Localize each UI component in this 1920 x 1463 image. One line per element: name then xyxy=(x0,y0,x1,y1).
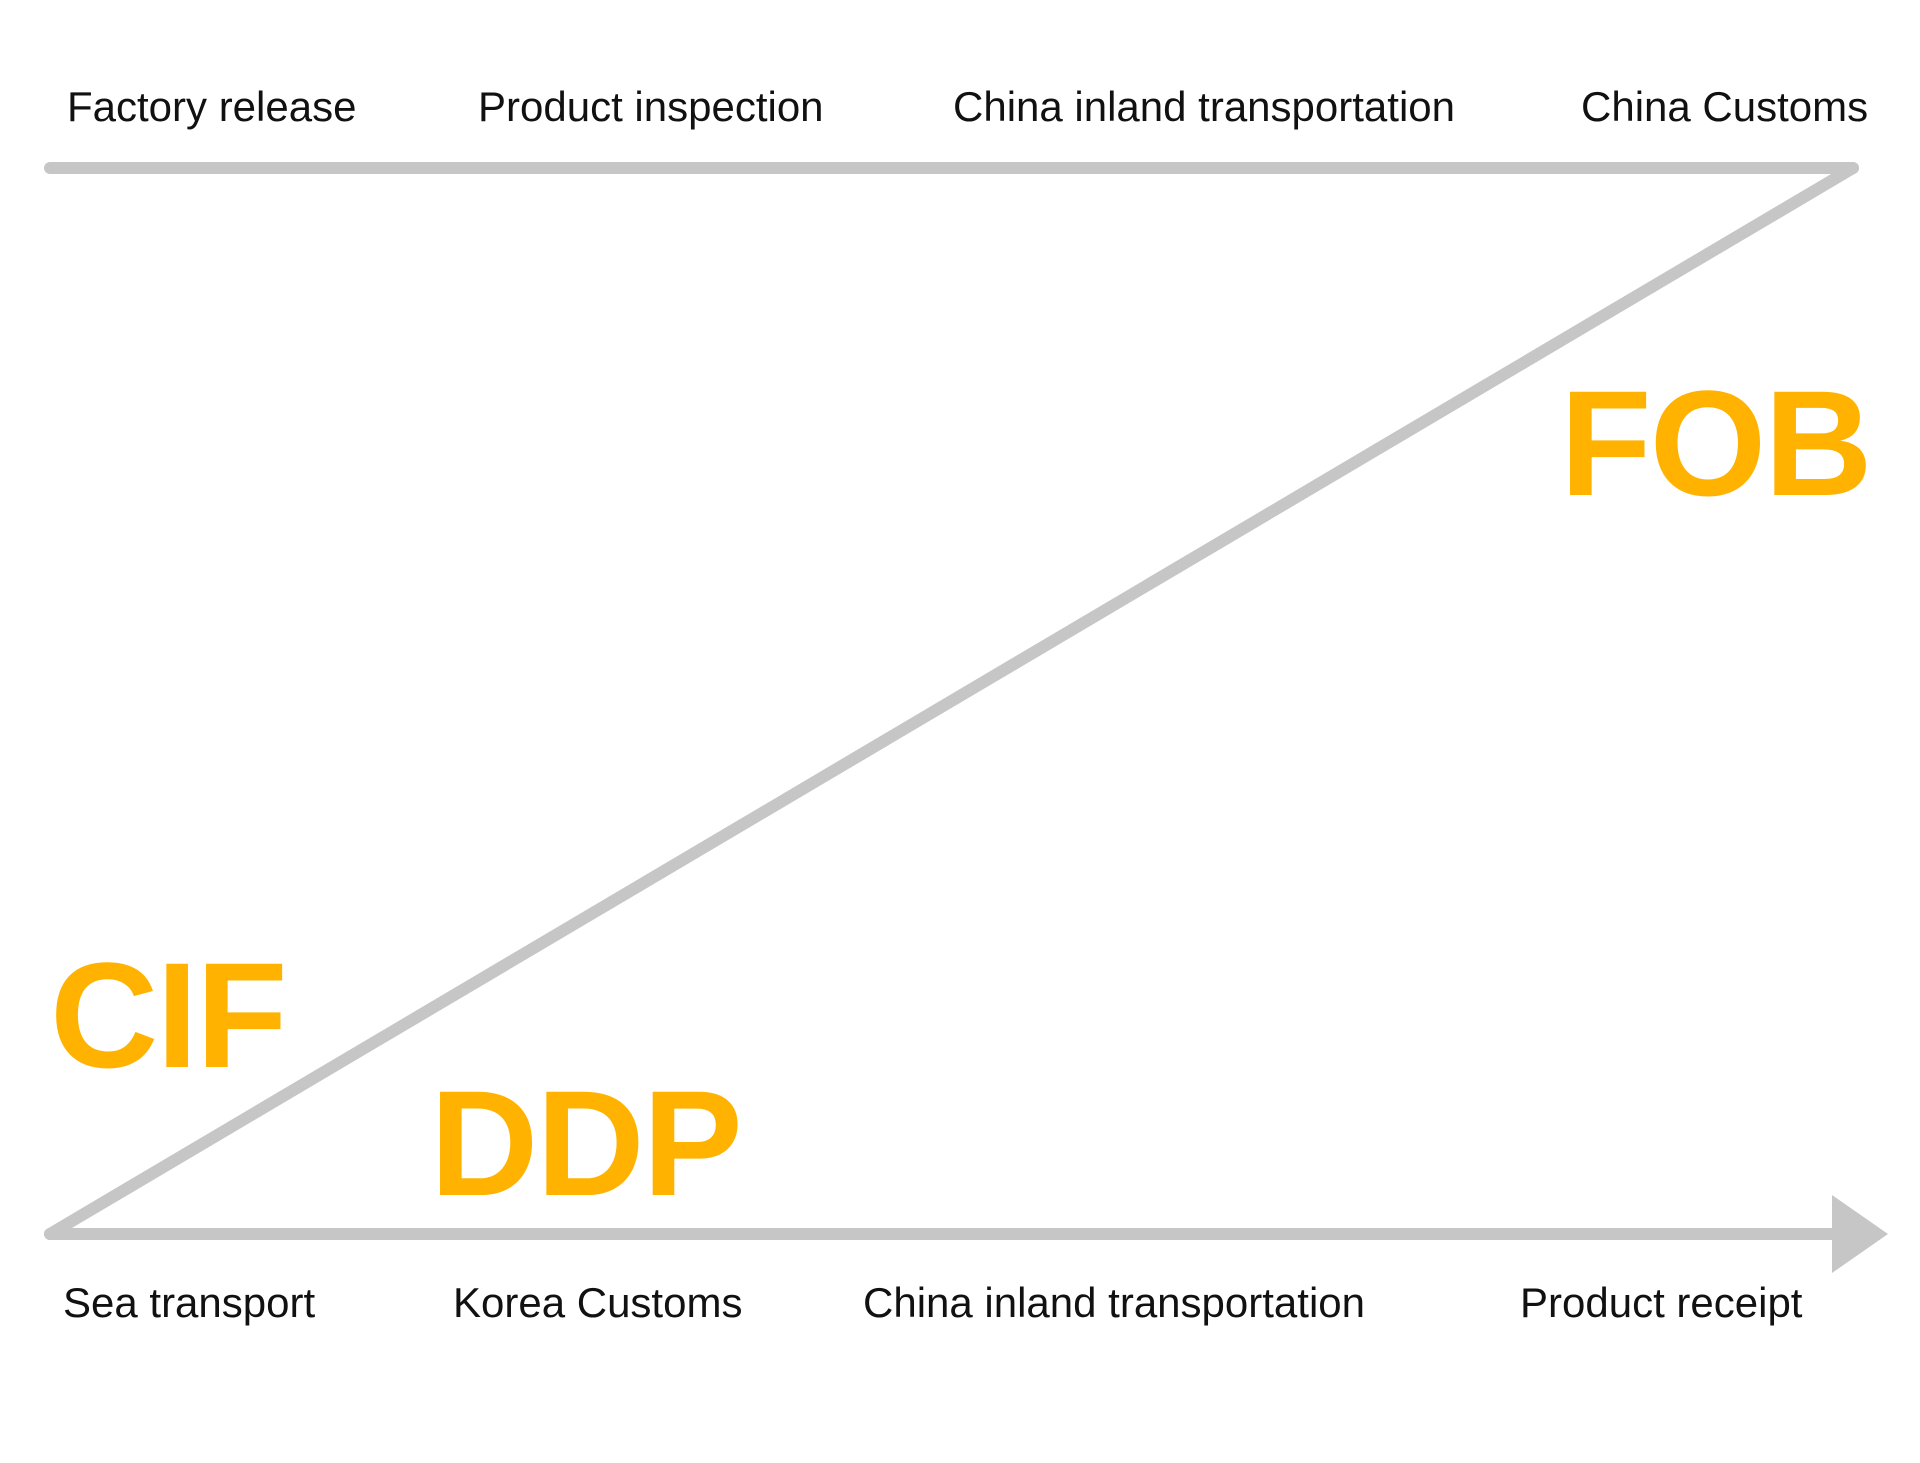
term-ddp-label: DDP xyxy=(430,1059,743,1227)
stage-sea-transport: Sea transport xyxy=(63,1279,316,1326)
stage-korea-customs: Korea Customs xyxy=(453,1279,743,1326)
stage-product-inspection: Product inspection xyxy=(478,83,824,130)
stage-china-customs: China Customs xyxy=(1581,83,1869,130)
stage-china-inland-transport-outbound: China inland transportation xyxy=(953,83,1455,130)
arrowhead-icon xyxy=(1832,1195,1888,1273)
term-cif-label: CIF xyxy=(50,931,288,1099)
stage-product-receipt: Product receipt xyxy=(1520,1279,1803,1326)
stage-china-inland-transport-inbound: China inland transportation xyxy=(863,1279,1365,1326)
diagonal-connector-line xyxy=(44,162,1859,1240)
term-fob-label: FOB xyxy=(1560,359,1873,527)
stage-factory-release: Factory release xyxy=(67,83,357,130)
